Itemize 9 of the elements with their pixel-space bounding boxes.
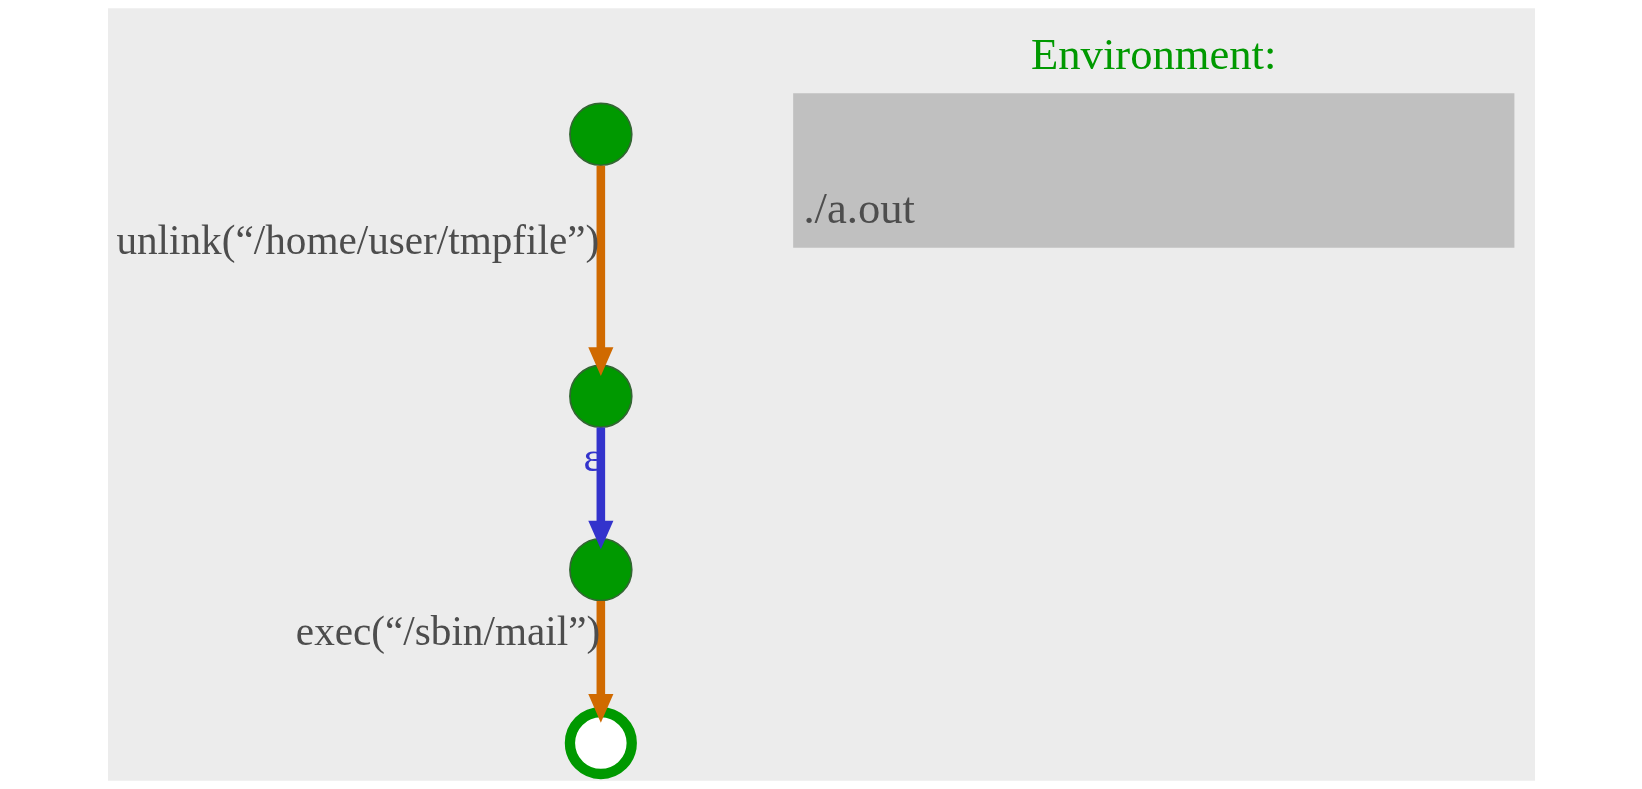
node-circle — [568, 364, 633, 428]
node-box: ./a.out — [792, 93, 1514, 248]
arrow — [587, 165, 613, 376]
arrow — [587, 427, 613, 550]
node-circle — [568, 537, 633, 602]
node-ring — [564, 707, 637, 780]
node-circle — [568, 102, 633, 167]
node-label: Environment: — [1030, 28, 1276, 79]
arrow — [587, 601, 613, 723]
